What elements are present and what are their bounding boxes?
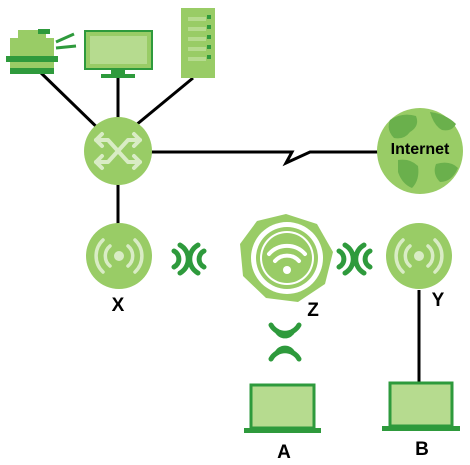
link-server-switch [129, 76, 194, 132]
controller-z-label: Z [307, 300, 319, 321]
access-point-x [86, 223, 152, 289]
server-icon [181, 8, 215, 78]
signal-waves-icon [268, 322, 302, 362]
wifi-icon [267, 243, 307, 263]
controller-z [240, 214, 333, 302]
client-a-label: A [277, 442, 291, 463]
connection-lines [36, 68, 421, 383]
laptop-icon [244, 383, 321, 433]
signal-waves-icon [336, 242, 373, 276]
switch-icon [84, 117, 152, 185]
ap-y-label: Y [431, 290, 445, 311]
signal-waves-icon [171, 242, 207, 276]
link-switch-internet [140, 150, 378, 167]
globe-icon [377, 108, 463, 194]
printer-icon [6, 29, 77, 74]
monitor-icon [84, 30, 153, 78]
client-b-label: B [415, 439, 429, 460]
laptop-icon [382, 381, 460, 431]
ap-x-label: X [111, 295, 125, 316]
access-point-y [386, 223, 452, 289]
internet-label: Internet [390, 141, 450, 158]
